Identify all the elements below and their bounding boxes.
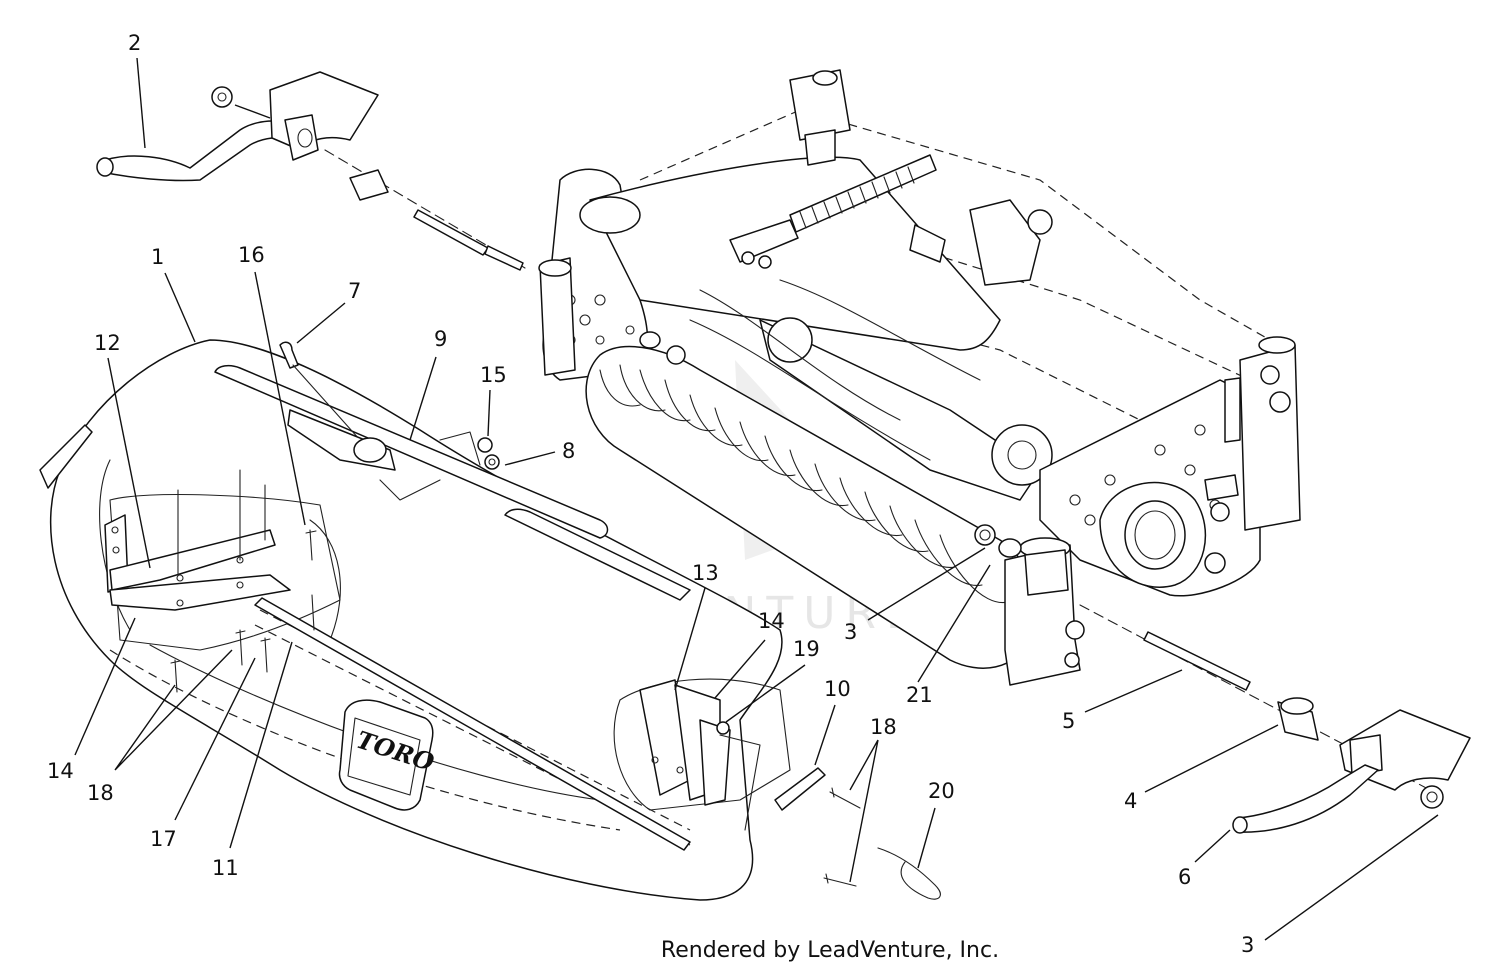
left-bracket — [104, 469, 291, 611]
right-shaft-assembly — [1079, 604, 1471, 834]
hairpin — [877, 847, 941, 900]
clevis-pin — [279, 341, 299, 369]
callout-21: 21 — [906, 683, 933, 707]
callouts: 2 1 16 7 9 12 15 8 13 14 19 10 18 3 21 5… — [47, 31, 1254, 957]
callout-6: 6 — [1178, 865, 1191, 889]
side-plate — [774, 767, 826, 811]
callout-7: 7 — [348, 279, 361, 303]
callout-4: 4 — [1124, 789, 1137, 813]
callout-14a: 14 — [758, 609, 785, 633]
small-plate — [39, 424, 93, 489]
rear-shield — [49, 339, 791, 901]
reel-frame-assembly — [538, 69, 1301, 686]
leader-lines — [74, 57, 1439, 941]
callout-20: 20 — [928, 779, 955, 803]
callout-3a: 3 — [844, 620, 857, 644]
callout-17: 17 — [150, 827, 177, 851]
callout-10: 10 — [824, 677, 851, 701]
brand-plate: TORO — [338, 699, 438, 811]
callout-3b: 3 — [1241, 933, 1254, 957]
right-bracket — [639, 679, 731, 806]
callout-16: 16 — [238, 243, 265, 267]
callout-15: 15 — [480, 363, 507, 387]
screws — [170, 529, 861, 887]
callout-2: 2 — [128, 31, 141, 55]
callout-9: 9 — [434, 327, 447, 351]
callout-8: 8 — [562, 439, 575, 463]
footer-credit: Rendered by LeadVenture, Inc. — [660, 938, 1000, 963]
callout-19: 19 — [793, 637, 820, 661]
left-shaft-assembly — [96, 71, 526, 271]
callout-12: 12 — [94, 331, 121, 355]
callout-18a: 18 — [870, 715, 897, 739]
callout-18b: 18 — [87, 781, 114, 805]
callout-5: 5 — [1062, 709, 1075, 733]
front-roller — [585, 345, 1037, 669]
callout-11: 11 — [212, 856, 239, 880]
callout-14b: 14 — [47, 759, 74, 783]
cross-bar — [254, 597, 691, 851]
callout-13: 13 — [692, 561, 719, 585]
callout-1: 1 — [151, 245, 164, 269]
